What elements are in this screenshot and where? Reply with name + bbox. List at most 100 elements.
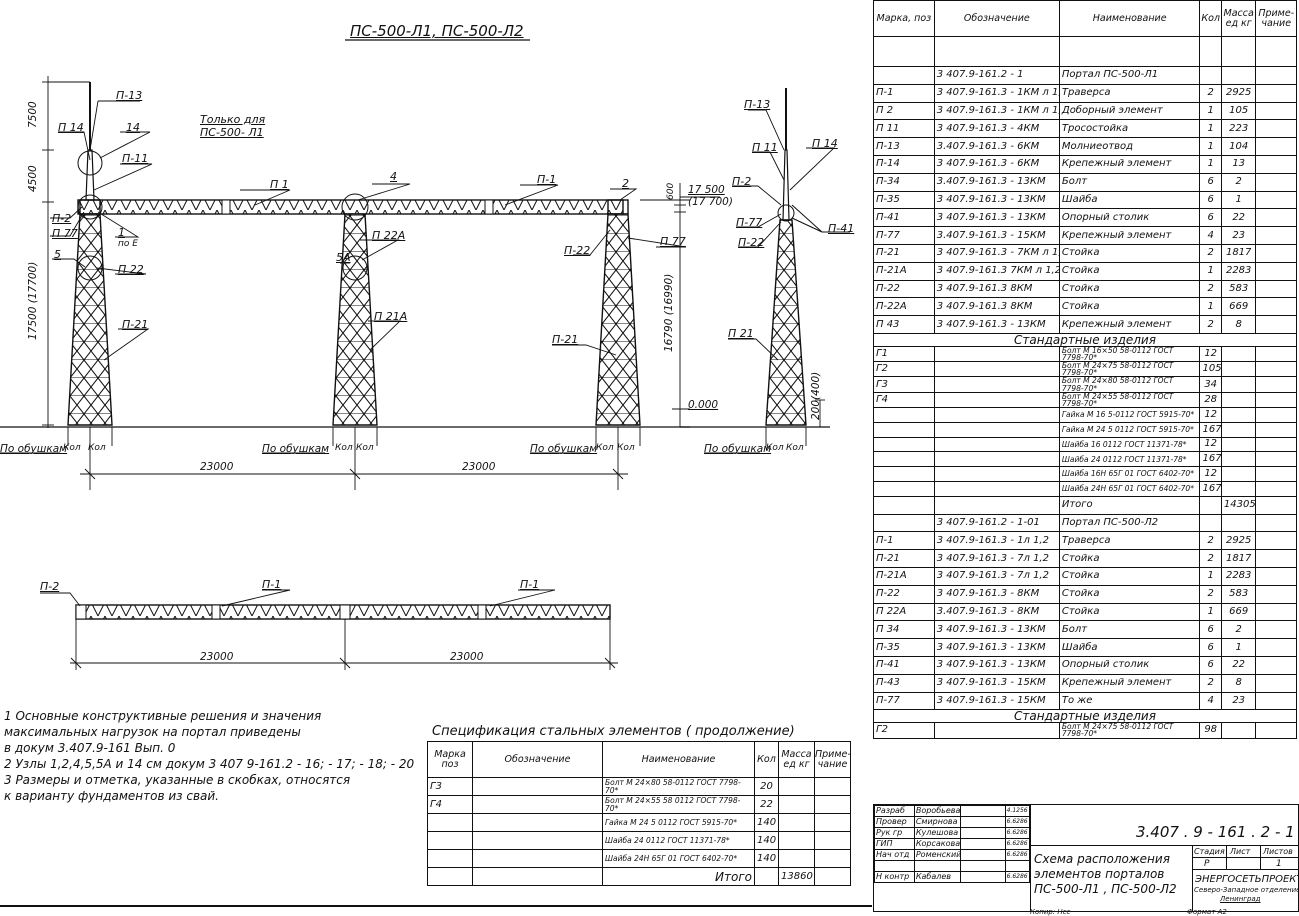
callout: П 14 xyxy=(812,137,838,150)
cell-designation xyxy=(472,813,603,832)
col-header: Кол xyxy=(754,741,779,778)
cell-name: Шайба 16 0112 ГОСТ 11371-78* xyxy=(1058,436,1201,453)
cell-qty: 2 xyxy=(1199,83,1222,103)
spec-cont-caption: Спецификация стальных элементов ( продол… xyxy=(432,724,795,739)
cell-note xyxy=(1255,36,1297,67)
ground-label: Кол xyxy=(356,443,374,453)
cell-mass xyxy=(1220,361,1257,378)
cell-note xyxy=(1255,208,1297,228)
cell-name: Шайба 16Н 65Г 01 ГОСТ 6402-70* xyxy=(1058,466,1201,482)
cell-name: Шайба 24Н 65Г 01 ГОСТ 6402-70* xyxy=(602,849,755,868)
cell-mark: П-22 xyxy=(873,279,935,299)
cell-mark xyxy=(427,867,473,886)
cell-designation xyxy=(472,777,603,796)
cell-name: Стойка xyxy=(1058,243,1201,263)
cell-name: Молниеотвод xyxy=(1058,137,1201,156)
cell-qty: 12 xyxy=(1199,406,1222,423)
cell-note xyxy=(814,831,851,850)
cell-mass: 13860 xyxy=(778,867,815,886)
cell-qty: 167 xyxy=(1199,480,1222,497)
col-header: Масса ед кг xyxy=(778,741,815,778)
cell-qty: 12 xyxy=(1199,436,1222,453)
col-header: Обозначение xyxy=(472,741,603,778)
general-notes: 1 Основные конструктивные решения и знач… xyxy=(4,708,414,804)
cell-designation: 3.407.9-161.3 - 6КМ xyxy=(933,137,1060,156)
cell-mass xyxy=(778,795,815,814)
cell-name: Болт М 24×55 58-0112 ГОСТ 7798-70* xyxy=(1058,391,1201,408)
cell-mass xyxy=(1220,406,1257,423)
cell-note xyxy=(814,795,851,814)
cell-designation: 3 407.9-161.3 7КМ л 1,2 xyxy=(933,261,1060,281)
ground-label: Кол xyxy=(617,443,635,453)
cell-mark xyxy=(873,513,935,533)
callout: П-21 xyxy=(552,333,579,346)
dim-text: 600 xyxy=(666,182,676,200)
cell-designation: 3 407.9-161.3 - 6КМ xyxy=(933,154,1060,174)
stamp-date: 4.1256 xyxy=(1004,805,1031,817)
stage-header: Лист xyxy=(1230,847,1251,856)
stamp-role: Провер xyxy=(874,816,915,828)
cell-designation xyxy=(933,361,1060,378)
section-heading: Стандартные изделия xyxy=(873,709,1297,724)
cell-note xyxy=(1255,154,1297,174)
cell-mark: Г4 xyxy=(873,391,935,408)
cell-mark: П-13 xyxy=(873,137,935,156)
col-header: Масса ед кг xyxy=(1220,0,1257,37)
cell-qty: 4 xyxy=(1199,691,1222,711)
cell-note xyxy=(1255,119,1297,139)
cell-mark xyxy=(873,451,935,468)
cell-mark: П-21А xyxy=(873,566,935,586)
structure-drawing xyxy=(0,39,850,670)
sheet-title: Схема расположения элементов порталов ПС… xyxy=(1034,852,1177,897)
cell-mass: 22 xyxy=(1220,655,1257,675)
cell-name: Стойка xyxy=(1058,566,1201,586)
cell-mark: Г1 xyxy=(873,345,935,363)
spec-row: Шайба 24Н 65Г 01 ГОСТ 6402-70*167 xyxy=(873,480,1297,497)
stamp-role: Разраб xyxy=(874,805,915,817)
cell-name: Крепежный элемент xyxy=(1058,154,1201,174)
col-header: Обозначение xyxy=(933,0,1060,37)
cell-note xyxy=(1255,226,1297,245)
callout: П-1 xyxy=(520,578,540,591)
cell-note xyxy=(814,867,851,886)
spec-main-table: Марка, поз Обозначение Наименование Кол … xyxy=(873,0,1297,739)
note-line: 1 Основные конструктивные решения и знач… xyxy=(4,709,322,723)
stamp-name: Роменский xyxy=(913,849,962,861)
ground-label: По обушкам xyxy=(530,443,598,455)
cell-designation xyxy=(933,722,1060,739)
cell-note xyxy=(1255,602,1297,622)
callout: П-11 xyxy=(122,152,149,165)
cell-name: Шайба 24 0112 ГОСТ 11371-78* xyxy=(1058,451,1201,468)
cell-note xyxy=(1255,531,1297,551)
sheet-title-line: Схема расположения xyxy=(1034,852,1170,866)
cell-name: Крепежный элемент xyxy=(1058,226,1201,245)
cell-qty xyxy=(1199,66,1222,85)
col-header: Наименование xyxy=(602,741,755,778)
cell-name: Болт М 24×80 58-0112 ГОСТ 7798-70* xyxy=(602,777,755,796)
cell-qty: 140 xyxy=(754,849,779,868)
cell-mark: П-14 xyxy=(873,154,935,174)
cell-mass xyxy=(1220,421,1257,438)
cell-mass: 23 xyxy=(1220,691,1257,711)
cell-qty: 1 xyxy=(1199,602,1222,622)
stamp-name: Смирнова xyxy=(913,816,962,828)
cell-mark xyxy=(427,813,473,832)
cell-mass xyxy=(1220,436,1257,453)
callout: П 21 xyxy=(728,327,754,340)
cell-designation: 3 407.9-161.3 - 13КМ xyxy=(933,190,1060,210)
stamp-signature xyxy=(960,860,1006,872)
stamp-role: Н контр xyxy=(874,871,915,883)
cell-mark: П-21 xyxy=(873,243,935,263)
